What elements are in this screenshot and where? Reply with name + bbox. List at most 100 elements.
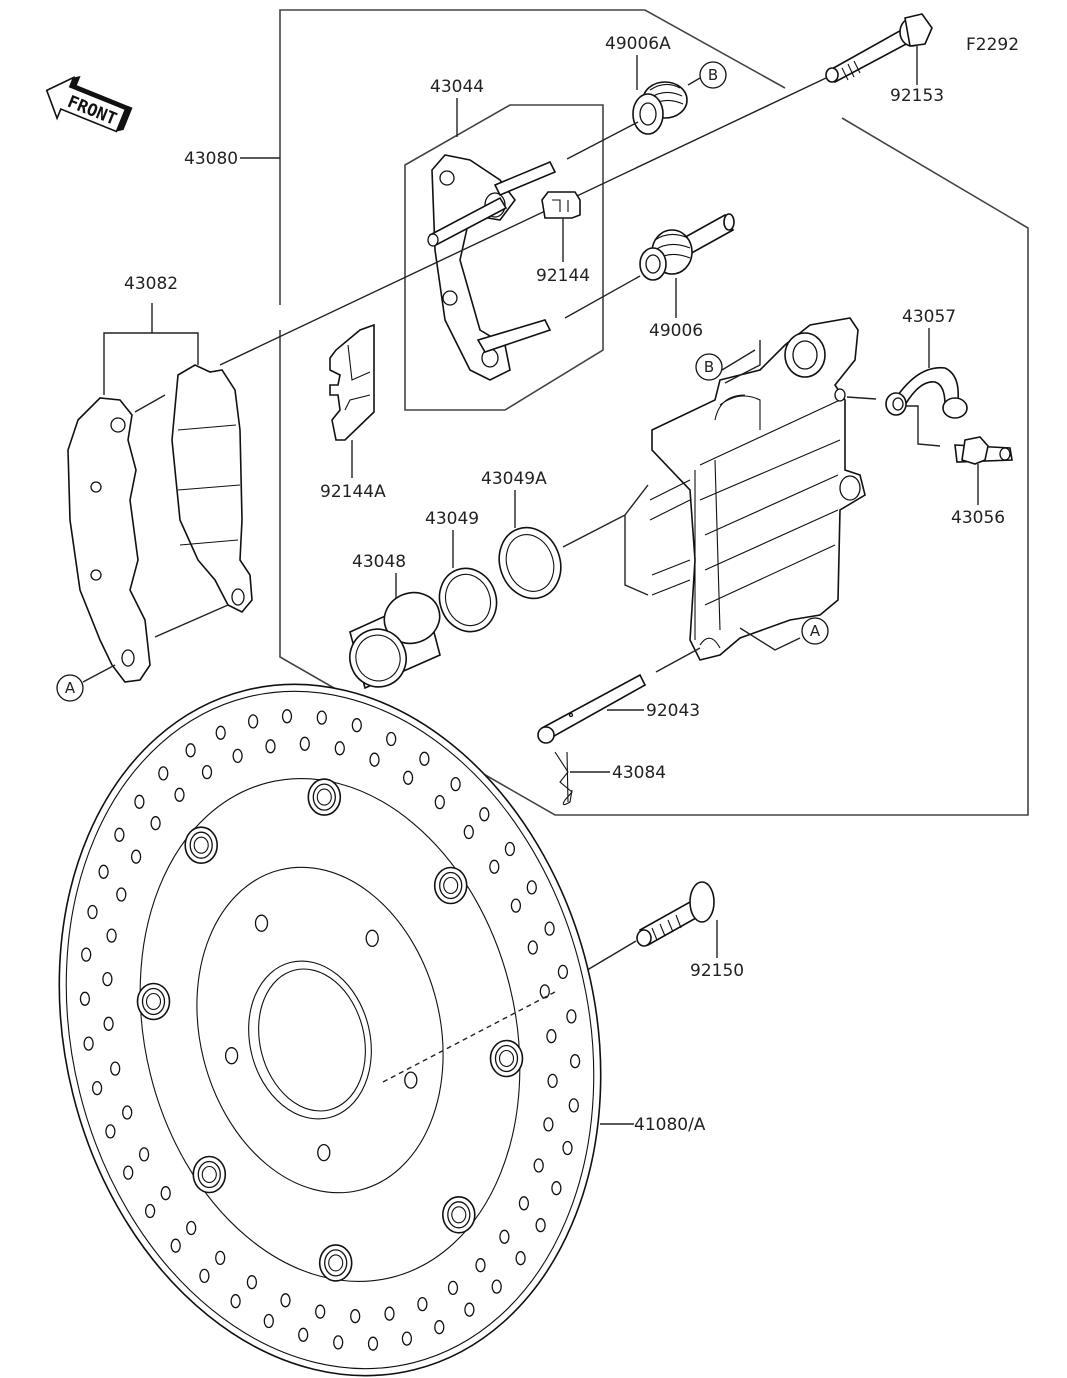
disc-vent-hole bbox=[464, 1302, 475, 1317]
disc-rivet bbox=[136, 982, 171, 1021]
leader-43082 bbox=[103, 332, 199, 395]
label-43048: 43048 bbox=[352, 552, 406, 572]
disc-vent-hole bbox=[87, 904, 98, 920]
disc-vent-hole bbox=[491, 1279, 502, 1294]
disc-vent-hole bbox=[504, 841, 516, 857]
disc-vent-hole bbox=[417, 1296, 428, 1312]
disc-vent-hole bbox=[562, 1140, 573, 1156]
front-arrow-icon: FRONT bbox=[45, 75, 133, 133]
disc-vent-hole bbox=[384, 1306, 395, 1321]
bolt-92153 bbox=[825, 13, 933, 84]
disc-vent-hole bbox=[350, 1309, 361, 1324]
label-43044: 43044 bbox=[430, 77, 484, 97]
disc-vent-hole bbox=[281, 709, 293, 724]
disc-bolt-92150 bbox=[636, 881, 715, 947]
disc-vent-hole bbox=[185, 743, 196, 758]
bleeder-axis-line bbox=[846, 396, 877, 400]
disc-vent-hole bbox=[186, 1220, 197, 1236]
disc-rivet bbox=[433, 866, 468, 905]
leader-marker-b-top bbox=[687, 77, 701, 86]
disc-vent-hole bbox=[83, 1036, 94, 1051]
hub-mount-hole bbox=[365, 929, 379, 947]
disc-vent-hole bbox=[539, 984, 550, 999]
reference-marker-a-caliper: A bbox=[801, 617, 829, 645]
disc-vent-hole bbox=[535, 1218, 546, 1233]
reference-marker-b-caliper: B bbox=[695, 353, 723, 381]
disc-vent-hole bbox=[547, 1073, 558, 1089]
disc-rivet bbox=[184, 826, 218, 865]
pad-spring-92144A bbox=[329, 323, 375, 441]
disc-vent-hole bbox=[246, 1275, 258, 1290]
svg-text:B: B bbox=[704, 358, 714, 376]
disc-vent-hole bbox=[263, 1313, 274, 1329]
disc-vent-hole bbox=[518, 1196, 530, 1211]
pad-guide-line-top bbox=[134, 394, 166, 413]
disc-vent-hole bbox=[144, 1203, 156, 1219]
reference-marker-a-pad: A bbox=[56, 674, 84, 702]
svg-text:B: B bbox=[708, 66, 718, 84]
hub-mount-hole bbox=[317, 1143, 331, 1162]
disc-vent-hole bbox=[533, 1158, 544, 1173]
disc-vent-hole bbox=[447, 1280, 459, 1296]
disc-vent-hole bbox=[479, 807, 490, 822]
hub-mount-hole bbox=[224, 1047, 239, 1065]
disc-rivet bbox=[307, 778, 342, 816]
disc-vent-hole bbox=[150, 816, 161, 831]
disc-rivet bbox=[318, 1244, 353, 1282]
disc-vent-hole bbox=[215, 1250, 226, 1266]
brake-pad-backplate bbox=[67, 397, 151, 683]
disc-vent-hole bbox=[569, 1054, 581, 1069]
leader-marker-a-caliper bbox=[739, 627, 801, 651]
axis-line-92043 bbox=[655, 647, 701, 673]
disc-vent-hole bbox=[116, 887, 127, 902]
label-43057: 43057 bbox=[902, 307, 956, 327]
disc-vent-hole bbox=[419, 751, 430, 766]
pad-guide-line-bottom bbox=[154, 604, 229, 638]
disc-vent-hole bbox=[546, 1029, 557, 1044]
disc-vent-hole bbox=[351, 718, 362, 733]
hub-mount-hole bbox=[254, 914, 269, 932]
piston-bore-guide bbox=[624, 484, 649, 596]
disc-vent-hole bbox=[463, 824, 474, 840]
disc-vent-hole bbox=[103, 1016, 114, 1031]
disc-vent-hole bbox=[79, 991, 91, 1006]
clip-92144 bbox=[541, 191, 581, 219]
disc-vent-hole bbox=[334, 741, 345, 756]
disc-vent-hole bbox=[102, 971, 113, 987]
disc-vent-hole bbox=[527, 940, 538, 955]
disc-vent-hole bbox=[170, 1238, 181, 1253]
disc-vent-hole bbox=[510, 898, 522, 913]
svg-text:A: A bbox=[65, 679, 76, 697]
disc-vent-hole bbox=[91, 1080, 103, 1096]
disc-vent-hole bbox=[450, 776, 461, 792]
disc-vent-hole bbox=[434, 1320, 445, 1335]
disc-vent-hole bbox=[566, 1009, 577, 1024]
disc-vent-hole bbox=[369, 752, 380, 767]
disc-vent-hole bbox=[174, 787, 185, 802]
label-49006: 49006 bbox=[649, 321, 703, 341]
disc-vent-hole bbox=[105, 1124, 116, 1139]
disc-vent-hole bbox=[215, 725, 226, 740]
disc-vent-hole bbox=[138, 1147, 150, 1162]
label-92153: 92153 bbox=[890, 86, 944, 106]
disc-vent-hole bbox=[98, 864, 109, 879]
disc-vent-hole bbox=[110, 1061, 121, 1076]
disc-vent-hole bbox=[201, 764, 213, 780]
disc-vent-hole bbox=[232, 748, 243, 764]
disc-vent-hole bbox=[551, 1181, 562, 1196]
disc-vent-hole bbox=[489, 859, 500, 874]
bleeder-cap-43057 bbox=[885, 366, 968, 419]
disc-vent-hole bbox=[280, 1293, 291, 1308]
disc-vent-hole bbox=[130, 849, 142, 864]
bleeder-guide bbox=[905, 405, 941, 447]
disc-vent-hole bbox=[544, 921, 555, 936]
disc-vent-hole bbox=[367, 1336, 379, 1351]
bracket-outline bbox=[404, 104, 604, 411]
reference-marker-b-top: B bbox=[699, 61, 727, 89]
hub-mount-hole bbox=[404, 1071, 418, 1089]
disc-vent-hole bbox=[402, 770, 414, 785]
disc-vent-hole bbox=[299, 736, 310, 751]
leader-marker-b-caliper bbox=[721, 340, 761, 384]
label-43082: 43082 bbox=[124, 274, 178, 294]
